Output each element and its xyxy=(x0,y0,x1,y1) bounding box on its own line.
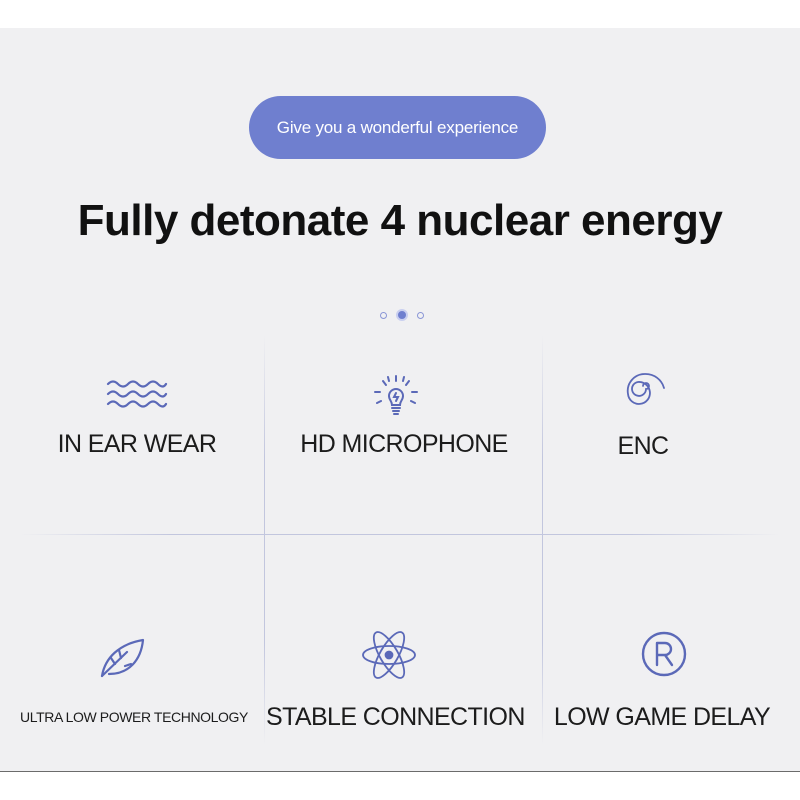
bottom-divider xyxy=(0,771,800,772)
feature-label-ultra-low-power: ULTRA LOW POWER TECHNOLOGY xyxy=(20,709,248,725)
feature-label-in-ear-wear: IN EAR WEAR xyxy=(57,430,217,458)
page-title: Fully detonate 4 nuclear energy xyxy=(77,196,723,245)
pagination-dots xyxy=(378,309,426,321)
grid-divider-vertical-right xyxy=(542,335,543,745)
lightbulb-icon xyxy=(371,374,421,425)
pagination-dot-1[interactable] xyxy=(380,312,387,319)
atom-icon xyxy=(360,626,418,689)
feature-label-enc: ENC xyxy=(617,432,670,460)
leaf-icon xyxy=(97,636,147,685)
feature-label-low-game-delay: LOW GAME DELAY xyxy=(553,703,771,731)
feature-label-stable-connection: STABLE CONNECTION xyxy=(266,703,525,731)
spiral-icon xyxy=(618,366,668,415)
waves-icon xyxy=(106,378,168,415)
grid-divider-vertical-left xyxy=(264,335,265,745)
grid-divider-horizontal xyxy=(20,534,780,535)
tagline-pill: Give you a wonderful experience xyxy=(249,96,546,159)
pagination-dot-3[interactable] xyxy=(417,312,424,319)
pagination-dot-2-active[interactable] xyxy=(396,309,408,321)
feature-label-hd-microphone: HD MICROPHONE xyxy=(300,430,508,458)
registered-icon xyxy=(639,629,689,684)
